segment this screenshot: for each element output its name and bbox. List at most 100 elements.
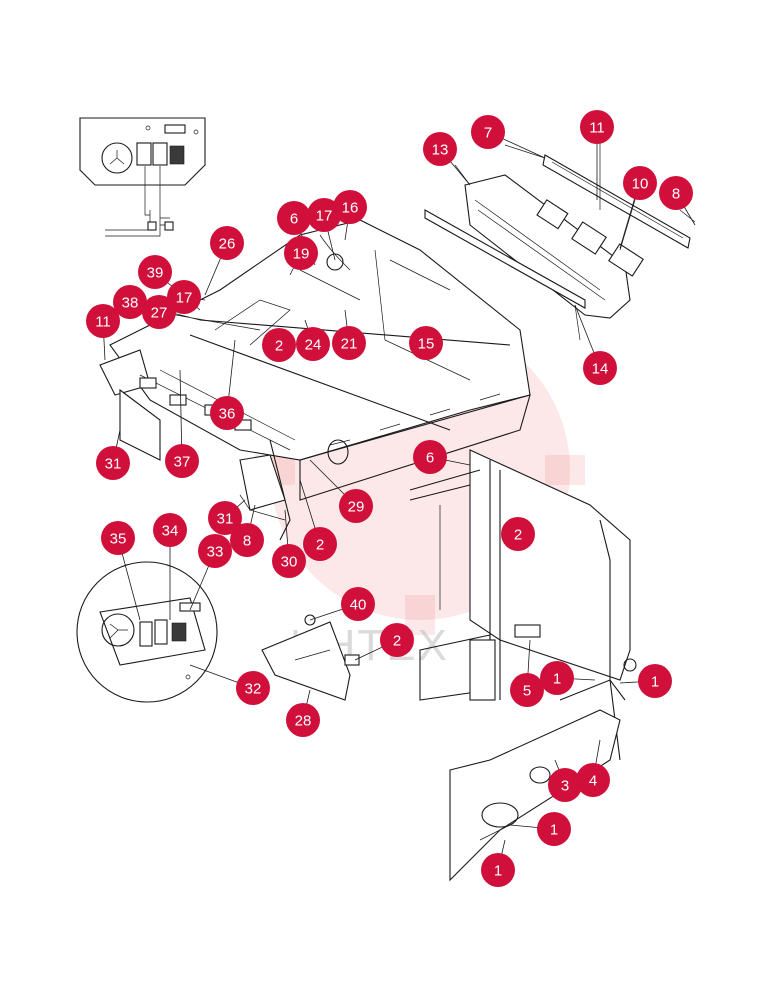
callout-40: 40: [341, 587, 375, 621]
callout-4: 4: [576, 763, 610, 797]
callout-label: 11: [589, 120, 605, 137]
callout-24: 24: [296, 327, 330, 361]
callout-10: 10: [623, 166, 657, 200]
callout-label: 34: [162, 523, 179, 540]
callout-bubble: [333, 190, 367, 224]
callout-bubble: [623, 166, 657, 200]
callout-6: 6: [277, 201, 311, 235]
callout-bubble: [580, 110, 614, 144]
callout-bubble: [142, 295, 176, 329]
callout-bubble: [501, 517, 535, 551]
callout-bubble: [167, 280, 201, 314]
callout-label: 17: [316, 208, 333, 225]
callout-bubble: [230, 523, 264, 557]
callout-label: 2: [316, 537, 324, 554]
callout-label: 6: [290, 211, 298, 228]
callout-label: 21: [341, 336, 358, 353]
callout-label: 2: [275, 338, 283, 355]
callout-bubble: [537, 812, 571, 846]
callout-label: 39: [147, 265, 164, 282]
callout-35: 35: [101, 521, 135, 555]
callout-label: 37: [174, 454, 191, 471]
control-panel-inset: [79, 117, 206, 237]
callout-label: 32: [245, 681, 262, 698]
callout-label: 26: [219, 236, 236, 253]
callout-bubble: [540, 661, 574, 695]
callout-bubble: [576, 763, 610, 797]
callout-bubble: [138, 255, 172, 289]
callout-label: 38: [122, 295, 139, 312]
callout-label: 1: [550, 822, 558, 839]
callout-label: 19: [293, 246, 310, 263]
callout-16: 16: [333, 190, 367, 224]
callout-33: 33: [198, 534, 232, 568]
callout-2: 2: [501, 517, 535, 551]
callout-label: 6: [426, 450, 434, 467]
callout-bubble: [659, 176, 693, 210]
callout-5: 5: [510, 673, 544, 707]
callout-3: 3: [548, 768, 582, 802]
callout-bubble: [210, 226, 244, 260]
callout-bubble: [284, 236, 318, 270]
callout-label: 30: [281, 554, 298, 571]
callout-17: 17: [307, 198, 341, 232]
callout-1: 1: [540, 661, 574, 695]
callout-31: 31: [96, 446, 130, 480]
callout-bubble: [481, 853, 515, 887]
callout-label: 29: [348, 499, 365, 516]
callout-label: 13: [432, 142, 449, 159]
callout-bubble: [510, 673, 544, 707]
callout-39: 39: [138, 255, 172, 289]
callout-bubble: [210, 396, 244, 430]
callout-label: 31: [105, 456, 122, 473]
callout-17: 17: [167, 280, 201, 314]
callout-label: 14: [592, 361, 609, 378]
callout-bubble: [198, 534, 232, 568]
callout-bubble: [471, 115, 505, 149]
callout-label: 1: [651, 674, 659, 691]
callout-32: 32: [236, 671, 270, 705]
callout-36: 36: [210, 396, 244, 430]
callout-bubble: [303, 527, 337, 561]
callout-13: 13: [423, 132, 457, 166]
callout-bubble: [236, 671, 270, 705]
callout-37: 37: [165, 444, 199, 478]
callout-label: 27: [151, 305, 168, 322]
callout-1: 1: [481, 853, 515, 887]
callout-label: 28: [295, 713, 312, 730]
callout-bubble: [86, 304, 120, 338]
callout-label: 7: [484, 125, 492, 142]
callout-28: 28: [286, 703, 320, 737]
callout-21: 21: [332, 326, 366, 360]
callout-label: 1: [494, 863, 502, 880]
callout-label: 5: [523, 683, 531, 700]
callout-bubble: [296, 327, 330, 361]
callout-bubble: [153, 513, 187, 547]
callout-bubble: [548, 768, 582, 802]
callout-27: 27: [142, 295, 176, 329]
callout-bubble: [332, 326, 366, 360]
callout-1: 1: [638, 664, 672, 698]
callout-label: 31: [217, 511, 234, 528]
callout-2: 2: [380, 623, 414, 657]
callout-label: 35: [110, 531, 127, 548]
callout-label: 33: [207, 544, 224, 561]
callout-bubble: [286, 703, 320, 737]
callout-bubble: [638, 664, 672, 698]
callout-bubble: [113, 285, 147, 319]
callout-bubble: [423, 132, 457, 166]
lower-frame: [409, 449, 637, 882]
callout-31: 31: [208, 501, 242, 535]
callout-11: 11: [86, 304, 120, 338]
callout-label: 24: [305, 337, 322, 354]
callout-bubble: [339, 489, 373, 523]
callout-label: 17: [176, 290, 193, 307]
callout-bubble: [307, 198, 341, 232]
rear-light-assembly: [424, 140, 696, 341]
callout-bubble: [96, 446, 130, 480]
callout-bubble: [583, 351, 617, 385]
callout-bubble: [101, 521, 135, 555]
callout-bubble: [413, 440, 447, 474]
callout-bubble: [272, 544, 306, 578]
callout-38: 38: [113, 285, 147, 319]
